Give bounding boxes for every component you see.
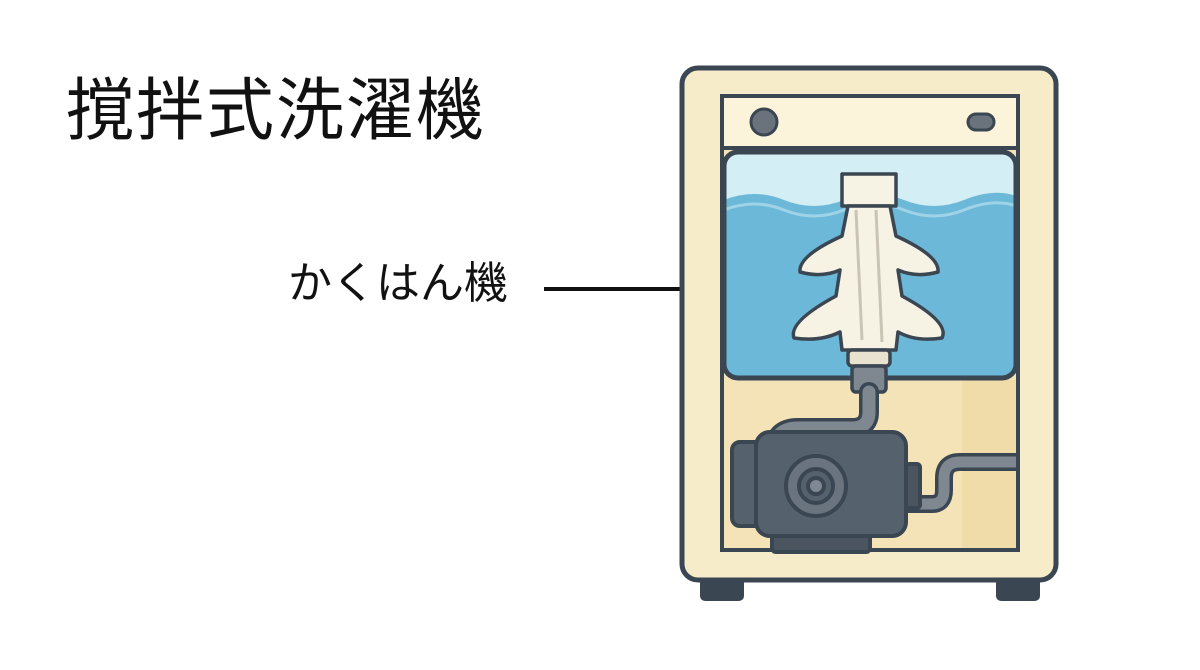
indicator-icon — [966, 112, 996, 132]
washing-machine-illustration — [679, 65, 1059, 601]
drain-pipe — [902, 453, 1016, 513]
diagram-title: 撹拌式洗濯機 — [66, 72, 487, 151]
agitator-label: かくはん機 — [288, 258, 508, 309]
leader-line — [544, 287, 754, 291]
motor — [730, 430, 922, 554]
knob-icon — [749, 107, 779, 137]
agitator — [791, 172, 945, 368]
